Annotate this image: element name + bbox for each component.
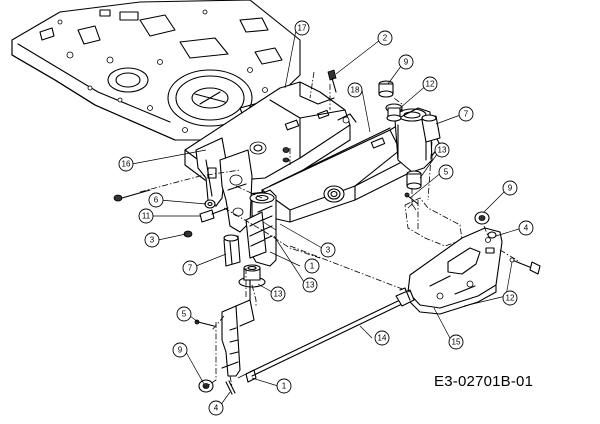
callout-9-bottom: 9	[172, 342, 188, 358]
tie-rod	[237, 287, 415, 383]
callout-9-top: 9	[398, 54, 414, 70]
callout-11-label: 11	[142, 212, 151, 221]
right-spindle-outline	[404, 197, 463, 247]
callout-4-bottom-label: 4	[214, 404, 219, 413]
left-side-plate	[195, 137, 253, 233]
callout-12-top: 12	[422, 76, 438, 92]
callout-16-label: 16	[122, 160, 131, 169]
bumper-plate	[407, 227, 503, 315]
callout-13-right-label: 13	[438, 146, 447, 155]
callout-12-lower: 12	[502, 290, 518, 306]
callout-13-lower-label: 13	[274, 290, 283, 299]
callout-9-bottom-label: 9	[178, 346, 183, 355]
callout-18: 18	[347, 82, 363, 98]
callout-2-label: 2	[383, 34, 388, 43]
right-bushing-top	[378, 80, 394, 98]
bolt-right-12	[509, 257, 541, 275]
washer-right	[474, 211, 490, 225]
nut-right-4	[487, 231, 497, 239]
callout-12-lower-label: 12	[506, 294, 515, 303]
washer-bottom	[198, 379, 214, 393]
washer-6-left	[204, 199, 216, 209]
screw-top-2	[327, 69, 337, 93]
callout-14: 14	[374, 330, 390, 346]
callout-1-upper: 1	[304, 258, 320, 274]
callout-2: 2	[377, 30, 393, 46]
nut-3-left	[183, 230, 193, 238]
callout-5-left-label: 5	[182, 310, 187, 319]
callout-12-top-label: 12	[426, 80, 435, 89]
callout-4-bottom: 4	[208, 400, 224, 416]
right-bushing-12	[385, 103, 403, 122]
callout-3-left: 3	[144, 232, 160, 248]
callout-4-right: 4	[518, 220, 534, 236]
callout-6: 6	[148, 192, 164, 208]
callout-7-left: 7	[182, 260, 198, 276]
callout-17: 17	[294, 20, 310, 36]
callout-5-right-label: 5	[444, 168, 449, 177]
callout-13-middle-label: 13	[306, 281, 315, 290]
callout-1-upper-label: 1	[310, 262, 315, 271]
callout-7-left-label: 7	[188, 264, 193, 273]
callout-9-right: 9	[502, 180, 518, 196]
callout-15-label: 15	[452, 338, 461, 347]
callout-1-lower: 1	[276, 378, 292, 394]
callout-9-top-label: 9	[404, 58, 409, 67]
bolt-11	[199, 207, 229, 223]
steering-arm	[221, 279, 255, 377]
drawing-code: E3-02701B-01	[434, 373, 534, 390]
callout-3-center: 3	[320, 242, 336, 258]
callout-7-right: 7	[458, 106, 474, 122]
callout-17-label: 17	[298, 24, 307, 33]
callout-15: 15	[448, 334, 464, 350]
sleeve-right	[421, 114, 441, 143]
bushing-right-13	[406, 170, 422, 190]
callout-14-label: 14	[378, 334, 387, 343]
alignment-lines	[139, 71, 521, 389]
callout-3-center-label: 3	[326, 246, 331, 255]
callout-5-left: 5	[176, 306, 192, 322]
callout-4-right-label: 4	[524, 224, 529, 233]
frame-plate	[11, 0, 301, 141]
callout-11: 11	[138, 208, 154, 224]
callout-1-lower-label: 1	[282, 382, 287, 391]
axle-housing	[261, 107, 441, 223]
screw-right-5	[404, 192, 419, 205]
sleeve-left	[223, 234, 241, 267]
callout-6-label: 6	[154, 196, 159, 205]
callout-9-right-label: 9	[508, 184, 513, 193]
bolt-left	[113, 189, 151, 202]
callout-5-right: 5	[438, 164, 454, 180]
callout-3-left-label: 3	[150, 236, 155, 245]
callout-18-label: 18	[351, 86, 360, 95]
screw-bottom	[194, 319, 215, 327]
callout-13-middle: 13	[302, 277, 318, 293]
nut-upper	[282, 147, 290, 163]
callout-7-right-label: 7	[464, 110, 469, 119]
bushing-lower	[238, 264, 266, 288]
callout-16: 16	[118, 156, 134, 172]
callout-13-lower: 13	[270, 286, 286, 302]
callout-13-right: 13	[434, 142, 450, 158]
cotter-pin-bottom	[225, 380, 236, 395]
